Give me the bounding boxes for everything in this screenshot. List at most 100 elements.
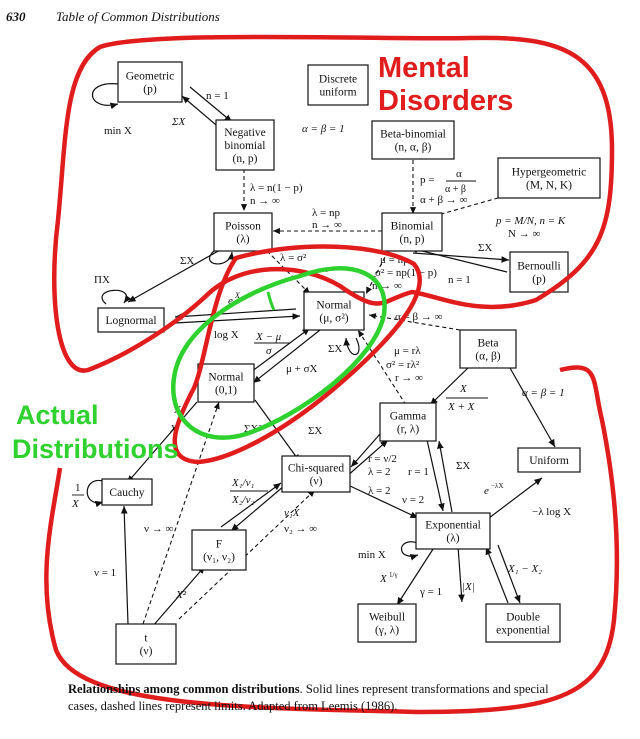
- label-nu2-inf: ν₂ → ∞: [284, 523, 317, 535]
- label-one-x-den: X: [71, 498, 80, 510]
- label-x1x2: X + X: [447, 401, 476, 413]
- caption-line-1: Relationships among common distributions…: [68, 682, 549, 696]
- node-uniform: Uniform: [517, 447, 581, 473]
- label-p-frac: p =: [420, 174, 434, 186]
- node-label: (α, β): [475, 351, 500, 363]
- node-label: Chi-squared: [288, 463, 344, 475]
- label-sumxi-gam: ΣX: [456, 460, 470, 472]
- node-label: Bernoulli: [517, 261, 560, 273]
- node-label: uniform: [319, 87, 356, 99]
- node-poisson: Poisson(λ): [213, 212, 273, 252]
- label-n-inf-a: n → ∞: [250, 195, 280, 207]
- label-nu1: ν = 1: [94, 567, 116, 579]
- node-label: exponential: [496, 625, 550, 637]
- label-x1mx2: X₁ − X₂: [507, 563, 542, 575]
- label-sigma: σ: [266, 345, 272, 357]
- node-box: [357, 603, 417, 643]
- node-box: [415, 512, 491, 550]
- green-tick: [266, 291, 276, 311]
- label-sumxi-norm: ΣX: [328, 343, 342, 355]
- label-x1gam-sup: 1/γ: [389, 571, 398, 579]
- node-label: Negative: [224, 127, 266, 139]
- label-r-inf: r → ∞: [395, 372, 423, 384]
- node-bernoulli: Bernoulli(p): [509, 251, 569, 293]
- label-lam-np: λ = np: [312, 207, 341, 219]
- label-nu1x: ν₁X: [284, 507, 301, 519]
- label-minxi-exp: min X: [358, 549, 386, 561]
- node-chi-squared: Chi-squared(ν): [281, 455, 351, 493]
- node-box: [97, 307, 165, 333]
- node-label: Beta: [477, 338, 498, 350]
- node-label: binomial: [225, 140, 266, 152]
- label-one-x-num: 1: [75, 482, 81, 494]
- node-box: [459, 329, 517, 369]
- node-label: (λ): [236, 234, 249, 246]
- label-nu2: ν = 2: [402, 494, 424, 506]
- label-neg-log: −λ log X: [532, 506, 571, 518]
- node-label: Geometric: [126, 71, 175, 83]
- label-sumxi-bin: ΣX: [478, 242, 492, 254]
- node-box: [197, 363, 255, 403]
- label-logx: log X: [214, 329, 239, 341]
- label-lam-nq: λ = n(1 − p): [250, 182, 303, 194]
- node-label: (r, λ): [397, 424, 420, 436]
- node-box: [117, 61, 183, 103]
- node-label: Beta-binomial: [380, 129, 446, 141]
- label-ab1-beta: α = β = 1: [522, 387, 565, 399]
- red-outline-mid: [172, 244, 422, 465]
- node-label: Uniform: [529, 455, 569, 467]
- label-x1nu1: X₁/ν₁: [231, 477, 254, 489]
- node-weibull: Weibull(γ, λ): [357, 603, 417, 643]
- node-label: Cauchy: [109, 487, 144, 499]
- label-disorders: Disorders: [378, 85, 513, 117]
- node-label: (0,1): [215, 385, 237, 397]
- label-x2-norm: X: [169, 423, 178, 435]
- node-box: [517, 447, 581, 473]
- node-label: Double: [506, 612, 540, 624]
- nodes: Geometric(p)DiscreteuniformNegativebinom…: [97, 61, 601, 665]
- node-beta-binomial: Beta-binomial(n, α, β): [371, 120, 455, 160]
- node-box: [307, 64, 369, 106]
- node-box: [485, 603, 561, 643]
- node-f: F(ν₁, ν₂): [191, 529, 247, 571]
- node-label: Gamma: [390, 411, 426, 423]
- label-lam2b: λ = 2: [368, 485, 391, 497]
- node-label: F: [216, 539, 222, 551]
- node-label: (ν₁, ν₂): [203, 552, 235, 564]
- label-alpha: α: [456, 168, 462, 180]
- red-outline-bottom: [44, 365, 620, 715]
- label-mu-rl: μ = rλ: [394, 345, 421, 357]
- node-box: [379, 402, 437, 442]
- node-label: Hypergeometric: [512, 167, 587, 179]
- node-label: Poisson: [225, 221, 261, 233]
- node-label: (p): [143, 84, 157, 96]
- node-binomial: Binomial(n, p): [381, 212, 443, 252]
- node-box: [191, 529, 247, 571]
- node-hypergeometric: Hypergeometric(M, N, K): [497, 157, 601, 199]
- node-gamma: Gamma(r, λ): [379, 402, 437, 442]
- node-box: [303, 291, 365, 331]
- node-label: (ν): [310, 476, 323, 488]
- label-actual: Actual: [16, 400, 99, 430]
- label-ex-sup: X: [234, 291, 241, 300]
- node-cauchy: Cauchy: [101, 478, 153, 506]
- edge-labels: n = 1 min X ΣX α = β = 1 λ = n(1 − p) n …: [71, 90, 571, 601]
- node-label: (n, α, β): [395, 142, 432, 154]
- node-box: [281, 455, 351, 493]
- node-label: Weibull: [369, 612, 405, 624]
- node-box: [213, 212, 273, 252]
- node-geometric: Geometric(p): [117, 61, 183, 103]
- caption-line-2: cases, dashed lines represent limits. Ad…: [68, 699, 397, 713]
- label-musigx: μ + σX: [286, 363, 318, 375]
- node-label: (p): [532, 274, 546, 286]
- label-n-inf: N → ∞: [508, 228, 540, 240]
- label-distributions: Distributions: [12, 434, 179, 464]
- node-label: Exponential: [425, 520, 481, 532]
- label-x1: X: [459, 383, 468, 395]
- caption-rest: . Solid lines represent transformations …: [300, 682, 549, 696]
- node-label: Normal: [208, 372, 243, 384]
- label-x2nu2: X₂/ν₂: [231, 494, 254, 506]
- label-minxi-geo: min X: [104, 125, 132, 137]
